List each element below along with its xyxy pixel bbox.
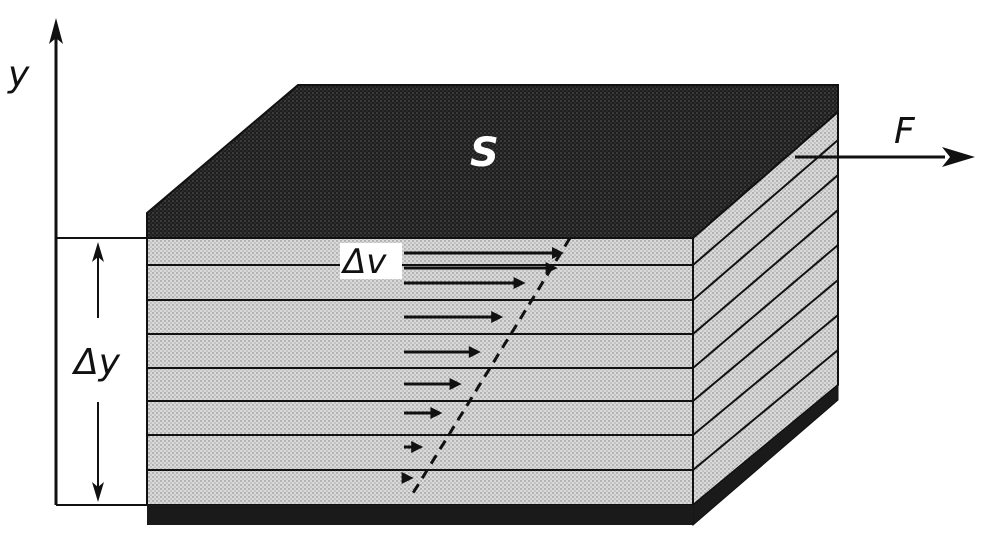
velocity-arrow-head-icon	[552, 247, 564, 259]
force-arrow	[795, 147, 975, 167]
delta-v-backing	[340, 243, 402, 279]
y-axis-label: y	[7, 54, 30, 95]
velocity-arrow-head-icon	[449, 378, 462, 390]
velocity-arrow-head-icon	[468, 346, 481, 358]
delta-y-indicator	[56, 237, 147, 506]
surface-label: S	[470, 130, 499, 176]
velocity-profile	[401, 247, 564, 484]
velocity-arrow-head-icon	[411, 441, 424, 453]
delta-v-label: Δv	[340, 242, 387, 282]
force-arrow-head-icon	[942, 147, 975, 167]
delta-y-label: Δy	[71, 342, 121, 383]
front-layer-lines	[147, 264, 693, 471]
delta-y-down-arrow-icon	[92, 482, 104, 502]
front-face	[146, 237, 694, 506]
force-label: F	[894, 111, 916, 152]
bottom-plate	[147, 505, 693, 525]
y-axis	[49, 18, 63, 505]
velocity-arrow-head-icon	[430, 407, 443, 419]
delta-y-up-arrow-icon	[92, 242, 104, 262]
velocity-arrow-head-icon	[401, 472, 414, 484]
velocity-arrow-head-icon	[491, 311, 504, 323]
side-layer-lines	[692, 139, 839, 471]
velocity-arrow-head-icon	[513, 277, 526, 289]
y-axis-arrow-icon	[49, 18, 63, 44]
